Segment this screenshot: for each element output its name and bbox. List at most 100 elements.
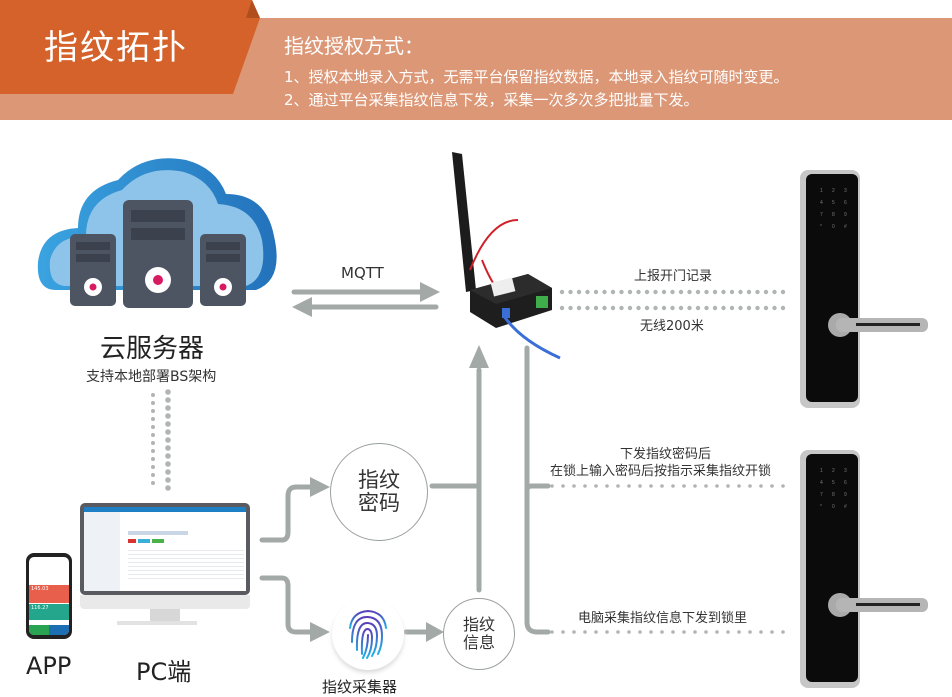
report-dot (644, 289, 650, 295)
password-link-dot (594, 484, 598, 488)
send-password-label-1: 下发指纹密码后 (620, 447, 712, 462)
fingerprint-info-node: 指纹 信息 (443, 598, 515, 670)
password-link-dot (627, 484, 631, 488)
wireless-dot (678, 305, 684, 311)
mqtt-arrow-left-head (292, 297, 312, 317)
cloud-link-dot (165, 469, 171, 475)
report-dot (619, 289, 624, 295)
cloud-link-dot (151, 401, 155, 405)
keypad-key: 6 (844, 480, 847, 486)
cloud-link-dot (165, 461, 171, 467)
pc-to-password-line (259, 484, 315, 543)
pc-send-dot (627, 630, 631, 634)
keypad-key: 7 (820, 212, 823, 218)
cloud-link-dot (165, 389, 171, 395)
fingerprint-info-line-1: 指纹 (462, 615, 495, 635)
report-dot (568, 289, 573, 295)
phone-value-2: 116.27 (31, 605, 49, 611)
header-line-1: 1、授权本地录入方式，无需平台保留指纹数据，本地录入指纹可随时变更。 (284, 68, 789, 86)
keypad-key: 6 (844, 200, 847, 206)
password-link-dot (638, 484, 642, 488)
wireless-dot (729, 305, 735, 311)
keypad-key: 4 (820, 200, 823, 206)
wireless-dot (653, 305, 658, 311)
report-dot (738, 289, 743, 295)
cloud-link-dot (165, 421, 171, 427)
downlink-branch-1 (524, 483, 551, 493)
fingerprint-password-line-1: 指纹 (358, 467, 400, 492)
password-link-dot (693, 484, 697, 488)
password-link-dot (649, 484, 653, 488)
wireless-dot (704, 305, 709, 311)
pc-send-dot (726, 630, 730, 634)
report-dot (559, 289, 565, 295)
password-link-dot (748, 484, 752, 488)
password-link-dot (572, 484, 576, 488)
cloud-link-dot (165, 397, 171, 403)
wireless-dot (627, 305, 633, 311)
phone-screen: 145.03 116.27 (29, 557, 69, 635)
password-link-dot (726, 484, 730, 488)
keypad-key: 7 (820, 492, 823, 498)
report-dot (670, 289, 675, 295)
page-title: 指纹拓扑 (44, 28, 188, 68)
password-link-dot (682, 484, 686, 488)
password-link-dot (781, 484, 785, 488)
keypad-key: 5 (832, 200, 835, 206)
password-link-dot (671, 484, 675, 488)
wireless-dot (763, 305, 769, 311)
wireless-dot (576, 305, 582, 311)
wireless-dot (568, 305, 573, 311)
cloud-link-dot (151, 481, 155, 485)
wireless-dot (755, 305, 760, 311)
fingerprint-info-line-2: 信息 (462, 633, 495, 652)
wireless-dot (746, 305, 752, 311)
pc-send-dot (737, 630, 741, 634)
password-arrow-head (310, 477, 330, 497)
pc-send-dot (638, 630, 642, 634)
report-dot (695, 289, 701, 295)
cloud-server-icon (37, 158, 277, 308)
wireless-dot (721, 305, 726, 311)
keypad-key: 0 (832, 504, 835, 510)
password-link-dot (550, 484, 554, 488)
cloud-link-dot (165, 437, 171, 443)
password-link-dot (583, 484, 587, 488)
wireless-dot (593, 305, 599, 311)
cloud-link-dot (165, 477, 171, 483)
cloud-link-dot (151, 449, 155, 453)
cloud-link-dot (165, 413, 171, 419)
password-link-dot (704, 484, 708, 488)
header-line-2: 2、通过平台采集指纹信息下发，采集一次多次多把批量下发。 (284, 91, 699, 109)
keypad-key: * (820, 504, 822, 510)
cloud-link-dot (165, 485, 171, 491)
pc-send-dot (561, 630, 565, 634)
report-dot (585, 289, 590, 295)
wireless-range-label: 无线200米 (640, 319, 704, 334)
pc-send-dot (594, 630, 598, 634)
pc-send-dot (671, 630, 675, 634)
cloud-link-dot (151, 433, 155, 437)
report-dot (627, 289, 633, 295)
password-link-dot (737, 484, 741, 488)
wireless-dot (738, 305, 743, 311)
password-link-dot (759, 484, 763, 488)
wireless-dot (780, 305, 786, 311)
keypad-key: 1 (820, 188, 823, 194)
report-dot (636, 289, 641, 295)
report-dot (755, 289, 760, 295)
password-link-dot (715, 484, 719, 488)
fingerprint-password-node: 指纹 密码 (330, 443, 428, 541)
report-dot (772, 289, 777, 295)
report-dot (593, 289, 599, 295)
report-dot (610, 289, 616, 295)
keypad-key: 5 (832, 480, 835, 486)
pc-send-dot (583, 630, 587, 634)
password-link-dot (605, 484, 609, 488)
report-dot (780, 289, 786, 295)
report-record-label: 上报开门记录 (634, 269, 713, 284)
cloud-link-dot (165, 453, 171, 459)
keypad-key: 9 (844, 212, 847, 218)
